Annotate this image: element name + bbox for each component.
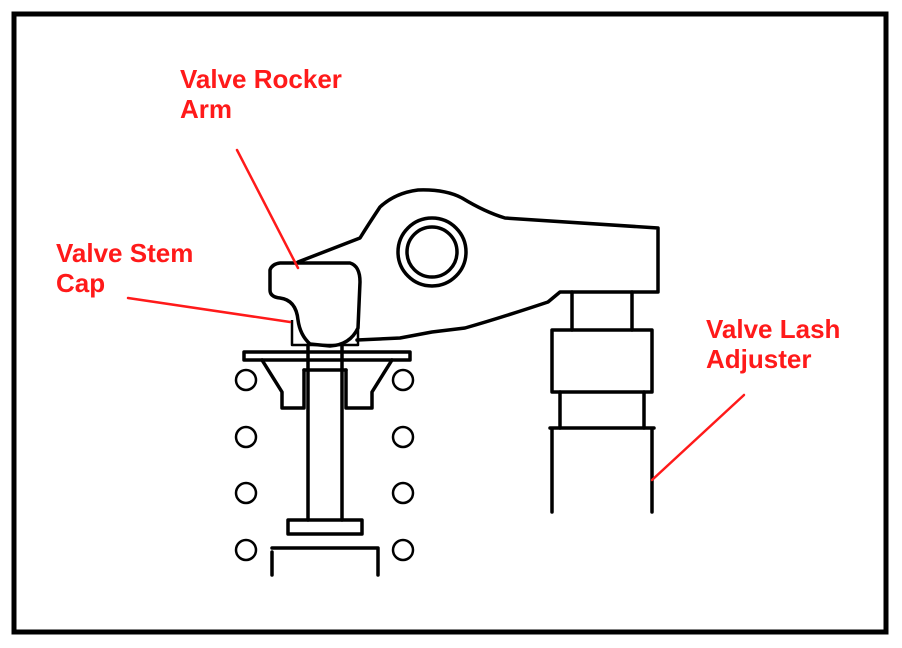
rocker-arm-label: Valve Rocker Arm	[180, 64, 342, 124]
rocker-arm-label-line2: Arm	[180, 94, 233, 124]
lash-adjuster-label-line2: Adjuster	[706, 344, 812, 374]
stem-cap-label: Valve Stem Cap	[56, 238, 193, 298]
valve-stem-cap	[290, 320, 360, 347]
lash-adjuster-label: Valve Lash Adjuster	[706, 314, 840, 374]
stem-cap-leader	[126, 296, 292, 324]
valve-spring	[234, 368, 415, 562]
stem-cap-label-line2: Cap	[56, 268, 106, 298]
rocker-arm-label-line1: Valve Rocker	[180, 64, 342, 94]
rocker-arm-leader	[235, 148, 300, 270]
valve-rocker-arm	[268, 188, 660, 348]
stem-cap-label-line1: Valve Stem	[56, 238, 194, 268]
lash-adjuster-leader	[650, 393, 746, 482]
valve-spring-retainer	[242, 350, 412, 410]
valve-lash-adjuster	[548, 290, 656, 514]
lash-adjuster-label-line1: Valve Lash	[706, 314, 841, 344]
valve-stem	[270, 343, 380, 577]
diagram-frame	[11, 11, 889, 635]
